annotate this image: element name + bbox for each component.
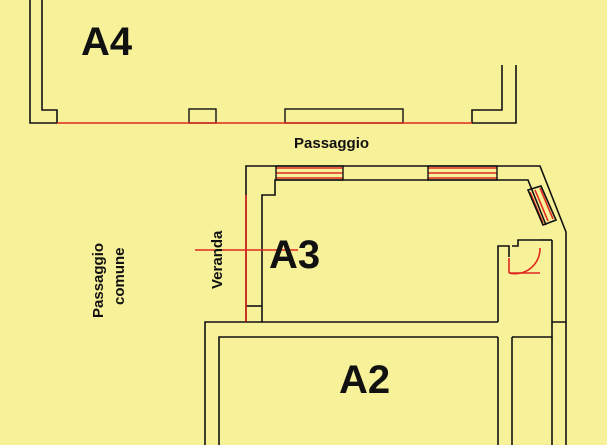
unit-a3-walls bbox=[245, 165, 567, 323]
a3-window-right bbox=[427, 165, 498, 181]
unit-a3-label: A3 bbox=[269, 233, 320, 277]
unit-a2-walls bbox=[204, 321, 567, 445]
veranda-label: Veranda bbox=[209, 230, 226, 289]
passaggio-label: Passaggio bbox=[294, 135, 369, 152]
a3-door-swing bbox=[508, 247, 541, 275]
passaggio-comune-label-line1: Passaggio bbox=[90, 243, 107, 318]
passaggio-comune-label-line2: comune bbox=[111, 247, 128, 305]
unit-a4-label: A4 bbox=[81, 20, 133, 64]
a3-window-left bbox=[275, 165, 344, 181]
a3-window-corner bbox=[526, 185, 558, 227]
unit-a2-label: A2 bbox=[339, 358, 390, 402]
